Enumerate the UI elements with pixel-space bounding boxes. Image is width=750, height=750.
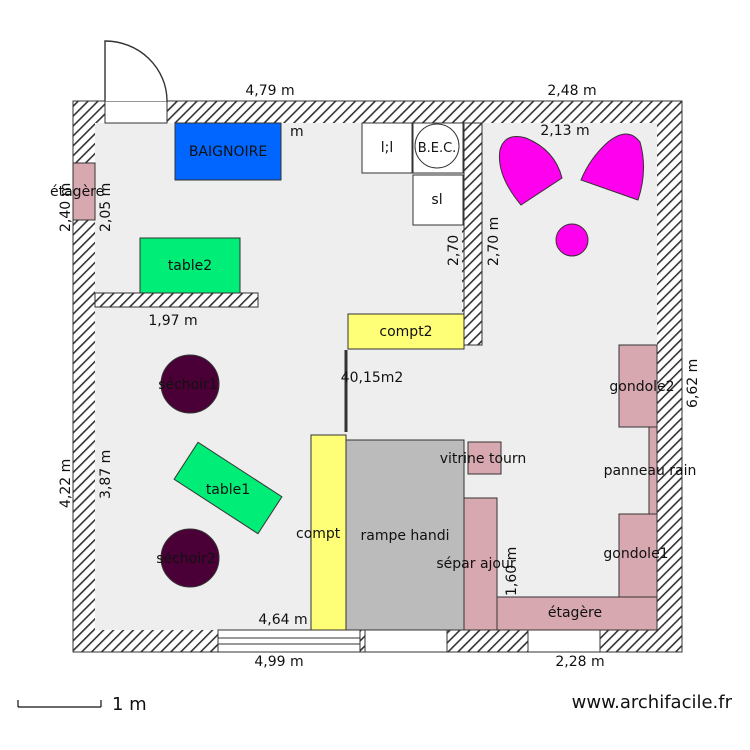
gondola2 (618, 344, 658, 428)
counter-label: compt (296, 526, 341, 542)
bathtub-label: BAIGNOIRE (189, 144, 267, 160)
stool-right (580, 133, 644, 201)
panel-label: panneau rain (604, 463, 697, 479)
vitrine-label: vitrine tourn (440, 451, 527, 467)
bathtub (174, 122, 282, 181)
sink (412, 174, 464, 226)
ramp (345, 439, 465, 631)
bec-label: B.E.C. (418, 141, 457, 156)
gondola1-label: gondole1 (603, 546, 668, 562)
dim-bottom-left: 4,99 m (254, 654, 303, 670)
dim-left-top-inner: 2,05 m (98, 183, 114, 232)
vitrine (467, 441, 502, 475)
dim-bottom-right: 2,28 m (555, 654, 604, 670)
gondola1 (618, 513, 658, 598)
wc-label: l;l (381, 140, 394, 156)
door-swing (104, 40, 168, 102)
counter (310, 434, 347, 631)
gondola2-label: gondole2 (609, 379, 674, 395)
stool-left (498, 136, 563, 206)
area-label: 40,15m2 (341, 370, 404, 386)
dim-top-right: 2,48 m (547, 83, 596, 99)
separator (463, 497, 498, 631)
wc (361, 122, 413, 174)
table1-label: table1 (206, 482, 250, 498)
ramp-label: rampe handi (360, 528, 449, 544)
dim-left-bottom-outer: 4,22 m (58, 459, 74, 508)
dim-top-left: 4,79 m (245, 83, 294, 99)
table2-label: table2 (168, 258, 212, 274)
shelf-small (72, 162, 96, 221)
website-link[interactable]: www.archifacile.fr (572, 692, 733, 713)
dim-left-top-outer: 2,40 m (58, 183, 74, 232)
counter2 (347, 313, 465, 350)
table1-group (173, 441, 283, 535)
table2 (139, 237, 241, 294)
table1 (173, 441, 283, 535)
counter2-label: compt2 (379, 324, 432, 340)
dim-left-bottom-inner: 3,87 m (98, 450, 114, 499)
dryer2-label: séchoir2 (156, 551, 216, 567)
dryer1-label: séchoir1 (158, 377, 218, 393)
sink-label: sl (431, 192, 442, 208)
stool-round (555, 223, 589, 257)
shelf-small-label: étagère (50, 184, 104, 200)
shelf-bottom-label: étagère (548, 605, 602, 621)
stools (498, 133, 644, 257)
dim-separator-height: 1,60 m (504, 547, 520, 596)
dim-m-near-bath: m (290, 124, 304, 140)
separator-label: sépar ajour (436, 556, 515, 572)
dim-mid-width: 1,97 m (148, 313, 197, 329)
dim-right-height: 6,62 m (685, 359, 701, 408)
bec-bowl (414, 123, 460, 169)
scale-bar (17, 700, 102, 708)
dim-inner-top-right: 2,13 m (540, 123, 589, 139)
dryer2 (160, 528, 220, 588)
dim-bottom-inner: 4,64 m (258, 612, 307, 628)
dim-divider-right: 2,70 m (486, 217, 502, 266)
dryer1 (160, 354, 220, 414)
scale-label: 1 m (112, 694, 147, 715)
shelf-bottom (496, 596, 658, 631)
dimensions: 4,79 m 2,48 m 2,13 m 2,40 m 2,05 m 2,70 … (58, 83, 701, 670)
dim-divider-left: 2,70 (446, 235, 462, 266)
